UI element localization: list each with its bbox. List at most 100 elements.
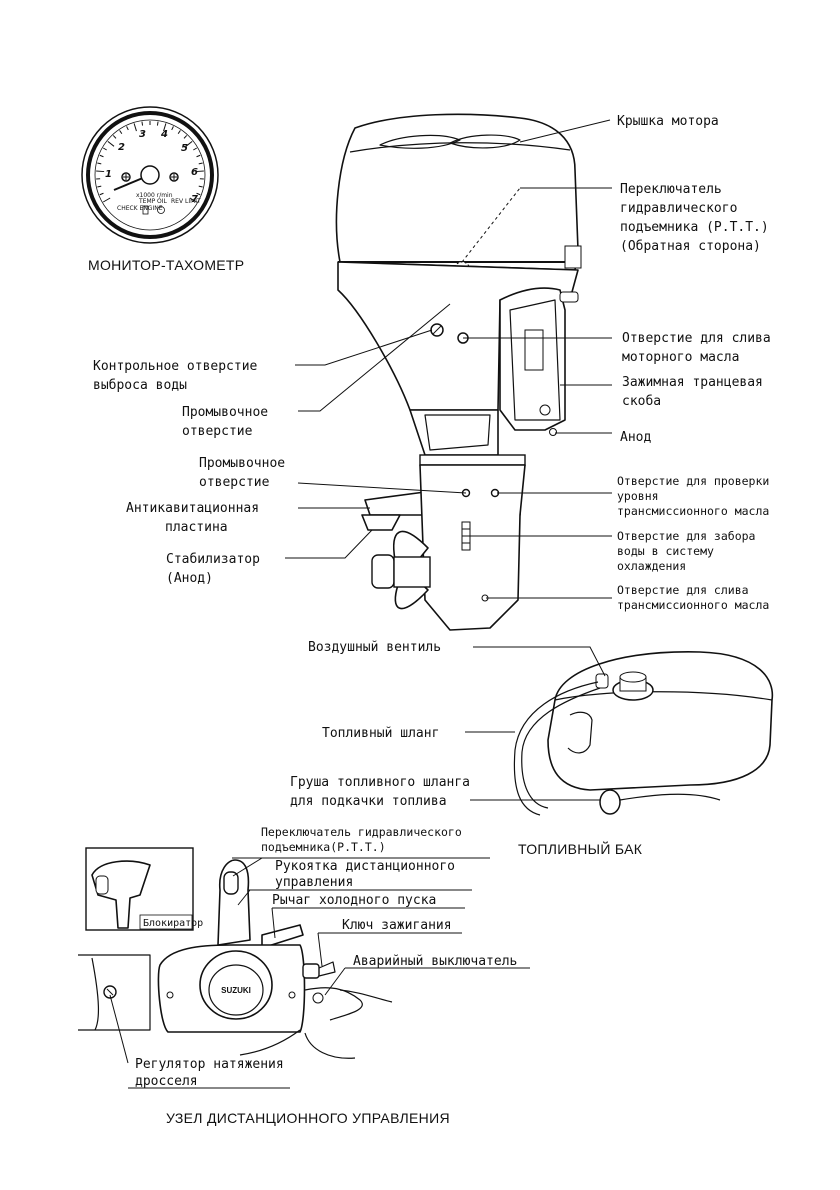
tachometer-title: МОНИТОР-ТАХОМЕТР — [88, 257, 244, 273]
tach-tick — [141, 121, 144, 126]
remote-control-title: УЗЕЛ ДИСТАНЦИОННОГО УПРАВЛЕНИЯ — [166, 1110, 450, 1126]
label-antiv-2: пластина — [165, 520, 228, 535]
brand-logo: SUZUKI — [221, 986, 251, 995]
tach-number-4: 4 — [160, 129, 168, 140]
tach-tick — [97, 185, 102, 188]
label-ptt-3: подъемника (P.T.T.) — [620, 220, 769, 235]
tach-tick — [196, 192, 201, 196]
label-remote-ptt-2: подъемника(P.T.T.) — [261, 840, 386, 854]
label-gear-drain-2: трансмиссионного масла — [617, 598, 769, 612]
label-stop-switch: Аварийный выключатель — [353, 954, 517, 969]
propeller — [371, 530, 431, 610]
fuel-tank-title: ТОПЛИВНЫЙ БАК — [518, 840, 643, 857]
ignition-key — [302, 963, 320, 979]
fuel-tank — [513, 651, 774, 816]
label-clamp-2: скоба — [622, 394, 661, 409]
tach-tick — [163, 123, 167, 132]
label-ptt-4: (Обратная сторона) — [620, 239, 761, 254]
tach-tick — [107, 140, 115, 147]
label-clamp-1: Зажимная транцевая — [622, 375, 763, 390]
tach-tick — [102, 197, 111, 203]
label-pilot-2: выброса воды — [93, 378, 187, 393]
engine-cover — [335, 113, 579, 271]
label-trim-tab-1: Стабилизатор — [166, 552, 260, 567]
tach-tick — [99, 154, 104, 158]
tach-tick — [119, 130, 123, 134]
label-fast-idle: Рычаг холодного пуска — [272, 893, 436, 908]
leader-air-vent — [473, 646, 606, 677]
tach-number-7: 7 — [191, 194, 198, 205]
tach-indicator-check: CHECK ENGINE — [117, 205, 163, 212]
label-oil-drain-2: моторного масла — [622, 350, 739, 365]
tach-tick — [133, 123, 137, 132]
label-water-intake-1: Отверстие для забора — [617, 529, 755, 543]
tach-number-5: 5 — [181, 143, 188, 154]
tach-tick — [185, 140, 193, 147]
label-anode: Анод — [620, 430, 651, 445]
tach-tick — [112, 135, 117, 139]
label-engine-cover: Крышка мотора — [617, 114, 719, 129]
label-primer-1: Груша топливного шланга — [290, 775, 470, 790]
label-gear-check-2: уровня — [617, 489, 659, 503]
tach-tick — [96, 170, 105, 173]
label-gear-check-3: трансмиссионного масла — [617, 504, 769, 518]
tach-tick — [195, 170, 204, 173]
label-pilot-1: Контрольное отверстие — [93, 359, 258, 374]
tachometer-gauge: 1 2 3 4 5 6 7 x1000 r/min CHECK ENGINE T… — [81, 106, 219, 244]
tach-tick — [198, 185, 203, 188]
label-lock: Блокиратор — [143, 918, 203, 929]
tach-hub — [140, 165, 160, 185]
remote-leader-lines — [109, 857, 530, 1089]
label-flush2-2: отверстие — [199, 475, 270, 490]
label-ignition: Ключ зажигания — [342, 918, 452, 933]
trim-tab — [361, 514, 401, 531]
label-throttle-1: Регулятор натяжения — [135, 1057, 284, 1072]
label-fuel-hose: Топливный шланг — [322, 726, 439, 741]
tach-tick — [177, 130, 181, 134]
remote-control-box: Блокиратор SUZUKI — [78, 847, 393, 1059]
label-antiv-1: Антикавитационная — [126, 501, 259, 516]
tach-tick — [126, 126, 129, 131]
gearcase — [419, 464, 526, 631]
tach-tick — [193, 147, 198, 151]
tach-tick — [99, 192, 104, 196]
tach-tick — [198, 162, 203, 165]
label-ptt-2: гидравлического — [620, 201, 737, 216]
tach-tick — [156, 121, 159, 126]
tach-tick — [196, 154, 201, 158]
tach-tick — [97, 162, 102, 165]
tank-body — [547, 651, 774, 791]
tach-indicator-temp: TEMP — [138, 198, 156, 205]
label-throttle-2: дросселя — [135, 1074, 198, 1089]
tach-tick — [183, 135, 188, 139]
tach-tick — [189, 197, 198, 203]
label-gear-check-1: Отверстие для проверки — [617, 474, 769, 488]
primer-bulb — [599, 789, 621, 815]
tach-tick — [171, 126, 174, 131]
air-vent — [595, 673, 609, 689]
label-handle-1: Рукоятка дистанционного — [275, 859, 455, 874]
label-primer-2: для подкачки топлива — [290, 794, 447, 809]
label-water-intake-3: охлаждения — [617, 559, 686, 573]
tach-tick — [102, 147, 107, 151]
label-handle-2: управления — [275, 875, 353, 890]
label-remote-ptt-1: Переключатель гидравлического — [261, 825, 462, 839]
fuel-hose-line — [513, 681, 599, 816]
label-ptt-1: Переключатель — [620, 182, 722, 197]
label-flush1-1: Промывочное — [182, 405, 268, 420]
label-flush2-1: Промывочное — [199, 456, 285, 471]
tach-number-6: 6 — [191, 167, 198, 178]
throttle-inset — [78, 954, 151, 1031]
tach-unit: x1000 r/min — [136, 192, 173, 199]
label-flush1-2: отверстие — [182, 424, 253, 439]
tach-number-1: 1 — [105, 169, 112, 180]
anode-part — [549, 428, 557, 436]
outboard-motor — [335, 113, 582, 631]
label-water-intake-2: воды в систему — [617, 544, 714, 558]
label-trim-tab-2: (Анод) — [166, 571, 213, 586]
tach-indicator-rev: REV LIMIT — [171, 198, 201, 205]
tach-number-2: 2 — [118, 142, 125, 153]
motor-leader-lines — [285, 119, 612, 599]
